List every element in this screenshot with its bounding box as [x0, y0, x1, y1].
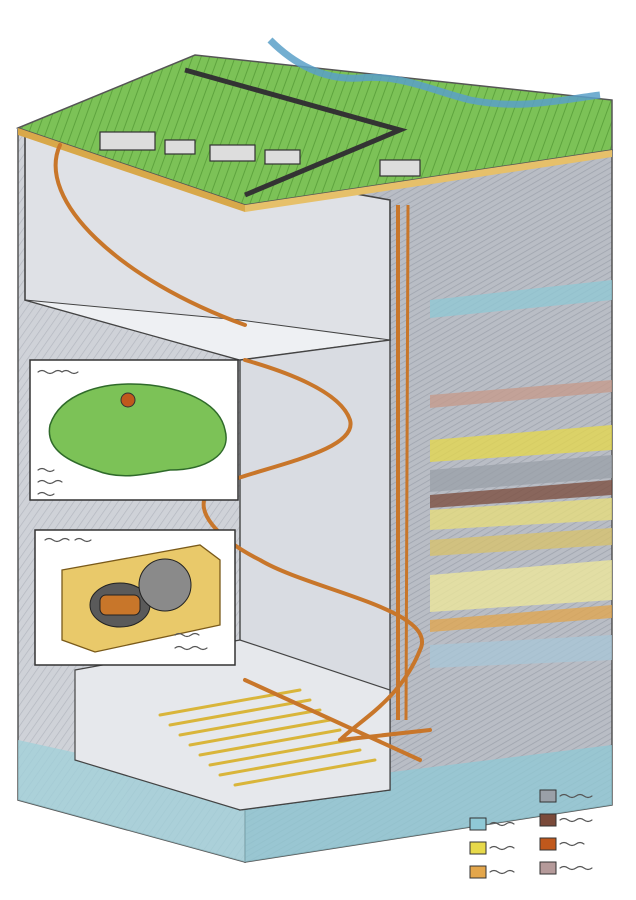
legend-swatch-7	[539, 861, 557, 875]
legend-swatch-3	[469, 865, 487, 879]
site-marker	[120, 392, 136, 408]
legend-swatch-4	[539, 789, 557, 803]
vertical-shaft-2[interactable]	[404, 204, 410, 721]
legend-swatch-6	[539, 837, 557, 851]
legend	[469, 789, 593, 879]
legend-swatch-1	[469, 817, 487, 831]
inset-switzerland-map	[29, 359, 239, 501]
legend-swatch-2	[469, 841, 487, 855]
highway	[184, 67, 408, 198]
surface-facility	[99, 131, 421, 177]
river	[267, 37, 601, 108]
inset-canister-diagram	[34, 529, 236, 666]
emplacement-tunnels	[158, 678, 432, 787]
strata-layers	[18, 280, 612, 862]
legend-swatch-5	[539, 813, 557, 827]
